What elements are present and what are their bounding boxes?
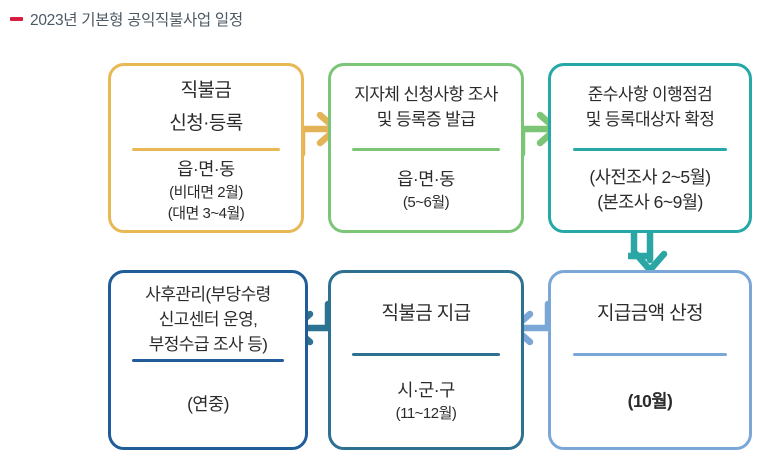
step-apply-divider (131, 148, 281, 151)
title-bullet-icon (10, 17, 23, 21)
step-compliance-detail: (사전조사 2~5월) (본조사 6~9월) (589, 167, 711, 213)
step-followup-divider (132, 359, 284, 362)
step-payment-detail: 시·군·구 (11~12월) (395, 380, 457, 423)
page-title-text: 2023년 기본형 공익직불사업 일정 (30, 12, 243, 29)
step-apply-detail: 읍·면·동 (비대면 2월) (대면 3~4월) (167, 158, 245, 222)
step-box-payment[interactable]: 직불금 지급 시·군·구 (11~12월) (328, 270, 524, 450)
step-survey-title: 지자체 신청사항 조사 및 등록증 발급 (354, 85, 498, 129)
step-followup-detail: (연중) (187, 393, 229, 414)
step-payment-divider (351, 353, 501, 356)
step-compliance-divider (572, 148, 728, 151)
step-calc-divider (572, 353, 728, 356)
step-survey-detail: 읍·면·동 (5~6월) (397, 169, 455, 212)
page-title: 2023년 기본형 공익직불사업 일정 (10, 8, 243, 30)
step-calc-title: 지급금액 산정 (597, 302, 704, 324)
step-apply-title: 직불금 신청·등록 (169, 80, 243, 134)
step-box-calc[interactable]: 지급금액 산정 (10월) (548, 270, 752, 450)
step-box-apply[interactable]: 직불금 신청·등록 읍·면·동 (비대면 2월) (대면 3~4월) (108, 63, 304, 233)
step-followup-title: 사후관리(부당수령 신고센터 운영, 부정수급 조사 등) (145, 284, 271, 354)
step-box-followup[interactable]: 사후관리(부당수령 신고센터 운영, 부정수급 조사 등) (연중) (108, 270, 308, 450)
step-payment-title: 직불금 지급 (381, 302, 471, 324)
step-box-survey[interactable]: 지자체 신청사항 조사 및 등록증 발급 읍·면·동 (5~6월) (328, 63, 524, 233)
step-box-compliance[interactable]: 준수사항 이행점검 및 등록대상자 확정 (사전조사 2~5월) (본조사 6~… (548, 63, 752, 233)
step-survey-divider (351, 148, 501, 151)
step-compliance-title: 준수사항 이행점검 및 등록대상자 확정 (585, 85, 715, 129)
step-calc-detail: (10월) (627, 390, 673, 411)
connector-compliance-to-calc (628, 226, 668, 274)
